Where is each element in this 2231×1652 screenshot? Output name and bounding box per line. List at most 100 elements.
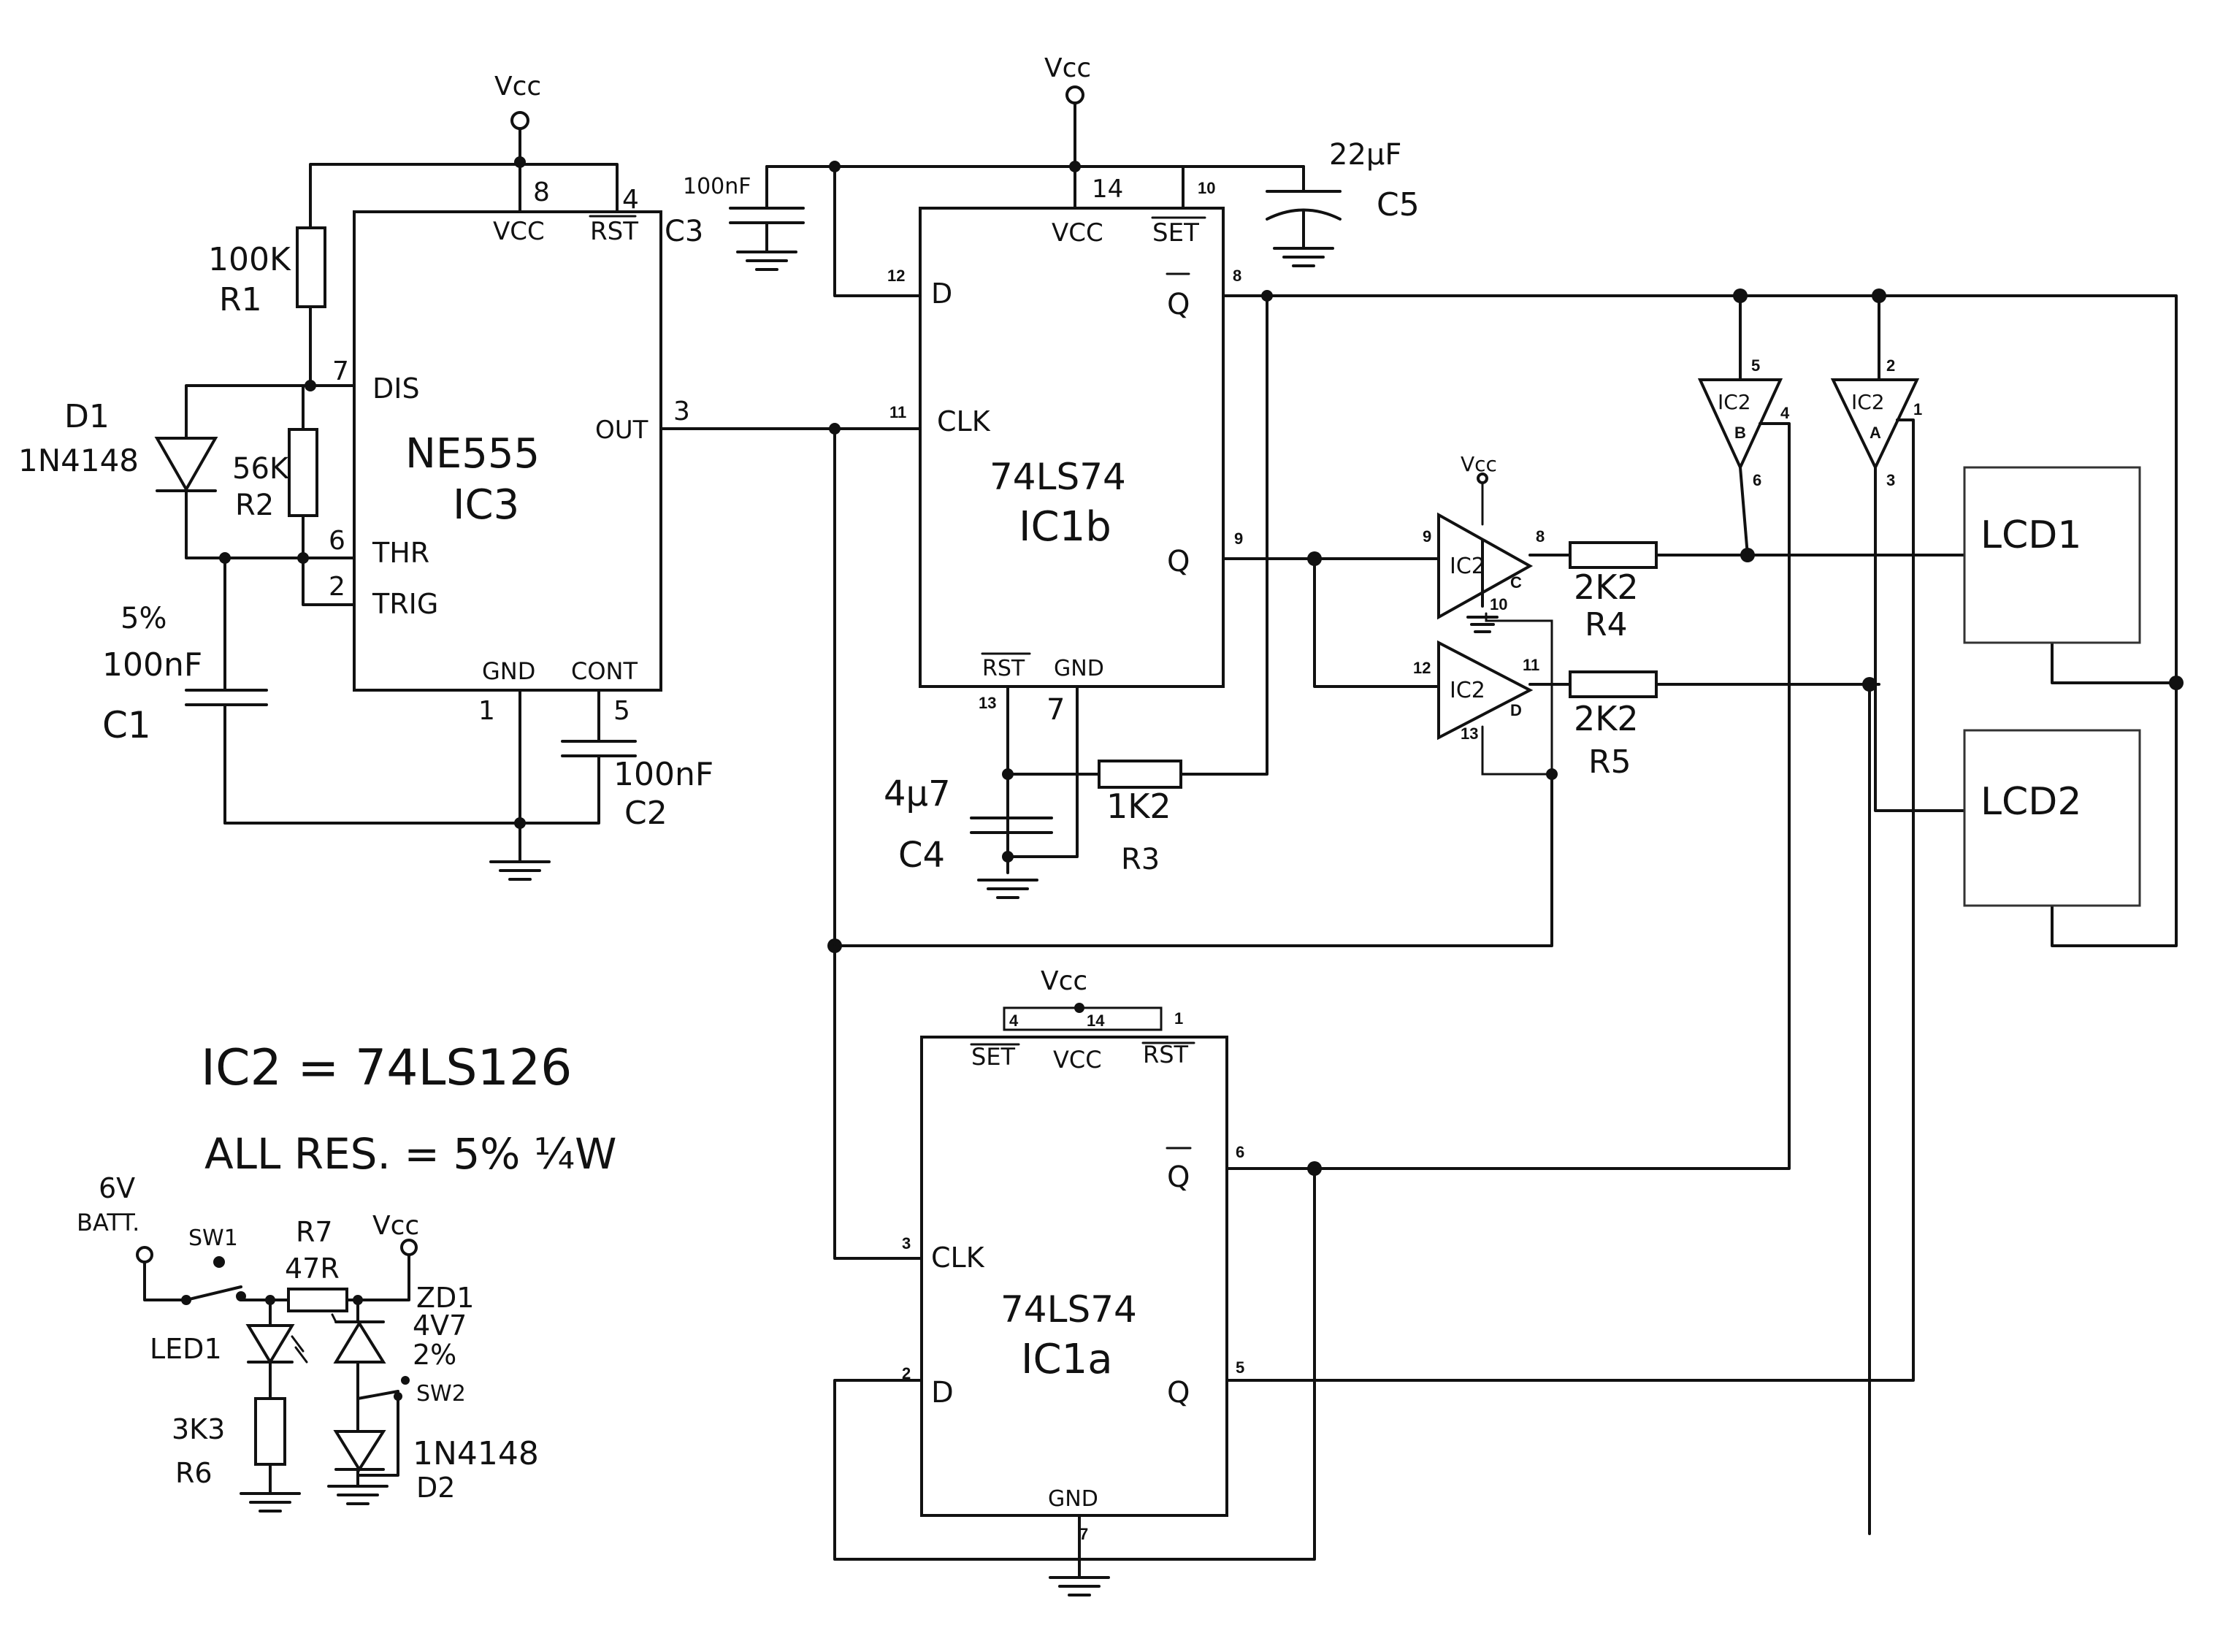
psu-r7-ref: R7 xyxy=(296,1216,333,1248)
ic2b-ref: IC2 xyxy=(1718,390,1751,414)
resistor-r4: 2K2 R4 xyxy=(1528,541,1973,643)
ic1a-pin7: 7 xyxy=(1079,1525,1088,1543)
ic3-out-label: OUT xyxy=(595,416,648,445)
ic1b-pin8: 8 xyxy=(1233,267,1241,285)
vcc-terminal-ic1a: Vcc xyxy=(1041,966,1087,1013)
ic1b-gnd-label: GND xyxy=(1054,656,1104,681)
ic2b-letter: B xyxy=(1734,424,1746,442)
r3-value: 1K2 xyxy=(1106,787,1171,826)
ic1b-ref: IC1b xyxy=(1019,503,1111,551)
note-ic2-type: IC2 = 74LS126 xyxy=(201,1039,572,1097)
ic1a-74ls74: 74LS74 IC1a SET VCC RST Q CLK D Q GND 4 … xyxy=(902,1006,1244,1543)
ic2c-pin-out: 8 xyxy=(1536,527,1545,546)
ic1b-pin7: 7 xyxy=(1046,693,1065,727)
ic1b-pin12: 12 xyxy=(887,267,905,285)
c2-ref: C2 xyxy=(624,795,667,832)
ic3-pin7: 7 xyxy=(332,356,349,386)
ic1a-vcc-label: VCC xyxy=(1053,1046,1102,1074)
ic1b-d-label: D xyxy=(931,278,952,310)
c5-value: 22µF xyxy=(1329,138,1401,172)
lcd1: LCD1 xyxy=(1963,466,2141,644)
ic3-rst-label: RST xyxy=(590,217,638,246)
capacitor-c2: 100nF C2 xyxy=(561,689,713,832)
ic1b-set-label: SET xyxy=(1152,218,1199,248)
ic2b-pin-in: 5 xyxy=(1751,356,1760,375)
ic1b-pin10: 10 xyxy=(1198,179,1215,197)
r2-value: 56K xyxy=(232,452,290,486)
capacitor-c4: 4µ7 C4 xyxy=(884,773,1053,899)
c2-value: 100nF xyxy=(613,756,713,793)
c4-ref: C4 xyxy=(898,835,945,876)
resistor-r2: 56K R2 xyxy=(232,384,318,559)
psu-d2-ref: D2 xyxy=(416,1472,455,1504)
ic1a-pin14: 14 xyxy=(1087,1012,1105,1030)
resistor-r3: 1K2 R3 xyxy=(1006,294,1268,876)
ic3-pin3: 3 xyxy=(673,397,690,427)
psu-batt-v: 6V xyxy=(99,1172,135,1204)
ic1b-clk-label: CLK xyxy=(937,405,991,437)
ic2d-pin-in: 12 xyxy=(1413,659,1431,677)
psu-r6-value: 3K3 xyxy=(172,1413,225,1445)
psu-r6-ref: R6 xyxy=(175,1457,213,1489)
psu-sw2: SW2 xyxy=(416,1381,466,1407)
ic2a-letter: A xyxy=(1870,424,1881,442)
ic2b-pin-en: 4 xyxy=(1780,404,1790,422)
power-supply-section: 6V BATT. SW1 R7 47R Vcc LED1 3K3 R6 xyxy=(77,1172,539,1513)
ic2a-pin-out: 3 xyxy=(1886,471,1895,489)
ic1a-gnd-label: GND xyxy=(1048,1486,1098,1512)
psu-batt: BATT. xyxy=(77,1209,139,1236)
ic1b-name: 74LS74 xyxy=(990,456,1126,498)
ic1b-vcc-label: VCC xyxy=(1052,218,1103,248)
ic2d-pin-out: 11 xyxy=(1523,656,1539,674)
lcd1-label: LCD1 xyxy=(1981,513,2081,557)
capacitor-c5: 22µF C5 xyxy=(1266,138,1420,267)
diode-d1: D1 1N4148 xyxy=(18,384,308,559)
ic2c-letter: C xyxy=(1510,573,1522,592)
ic2a-ref: IC2 xyxy=(1851,390,1885,414)
c1-tol: 5% xyxy=(120,602,167,635)
psu-d2-value: 1N4148 xyxy=(413,1435,539,1472)
ic1b-q-label: Q xyxy=(1167,545,1190,578)
ic1a-name: 74LS74 xyxy=(1000,1288,1137,1331)
ic1a-clk-label: CLK xyxy=(931,1242,985,1274)
lcd2: LCD2 xyxy=(1963,729,2141,907)
c3-ref: C3 xyxy=(665,215,703,248)
buffer-ic2b: IC2 B 5 4 6 xyxy=(1313,356,1791,1170)
ic3-pin1: 1 xyxy=(478,696,495,726)
r2-ref: R2 xyxy=(235,489,274,522)
ic1a-pin1: 1 xyxy=(1174,1009,1183,1028)
ic1a-pin6: 6 xyxy=(1236,1143,1244,1161)
ic2a-pin-en: 1 xyxy=(1913,400,1922,418)
ic1a-set-label: SET xyxy=(971,1043,1016,1071)
c5-ref: C5 xyxy=(1377,186,1420,223)
r1-value: 100K xyxy=(208,241,291,278)
vcc-label-psu: Vcc xyxy=(372,1211,419,1241)
d1-value: 1N4148 xyxy=(18,443,139,478)
buffer-ic2a: IC2 A 2 1 3 xyxy=(1269,356,1973,1382)
ic3-pin4: 4 xyxy=(622,185,639,215)
resistor-r5: 2K2 R5 xyxy=(1528,670,1880,781)
r1-ref: R1 xyxy=(219,281,262,318)
c1-ref: C1 xyxy=(102,704,151,746)
ic1a-pin2: 2 xyxy=(902,1364,911,1383)
ic1a-ref: IC1a xyxy=(1021,1336,1113,1383)
ic2c-pin-in: 9 xyxy=(1423,527,1431,546)
d1-ref: D1 xyxy=(64,398,110,435)
ic2b-pin-out: 6 xyxy=(1753,471,1761,489)
psu-zd1-ref: ZD1 xyxy=(416,1282,474,1314)
ic1b-pin11: 11 xyxy=(889,403,906,421)
psu-zd1-tol: 2% xyxy=(413,1339,456,1371)
buffer-ic2c: IC2 C 9 8 10 Vcc xyxy=(1423,452,1553,776)
ic3-pin2: 2 xyxy=(329,572,345,602)
psu-sw1: SW1 xyxy=(188,1225,238,1251)
ic1a-qbar-label: Q xyxy=(1167,1160,1190,1194)
ic3-ref: IC3 xyxy=(453,481,519,529)
c1-value: 100nF xyxy=(102,646,202,684)
ic3-cont-label: CONT xyxy=(571,657,638,685)
ic3-gnd-label: GND xyxy=(482,657,535,685)
r3-ref: R3 xyxy=(1121,843,1160,876)
ic2c-ref: IC2 xyxy=(1450,554,1485,579)
r4-value: 2K2 xyxy=(1574,567,1639,607)
ic3-dis-label: DIS xyxy=(372,372,420,405)
r4-ref: R4 xyxy=(1585,606,1628,643)
